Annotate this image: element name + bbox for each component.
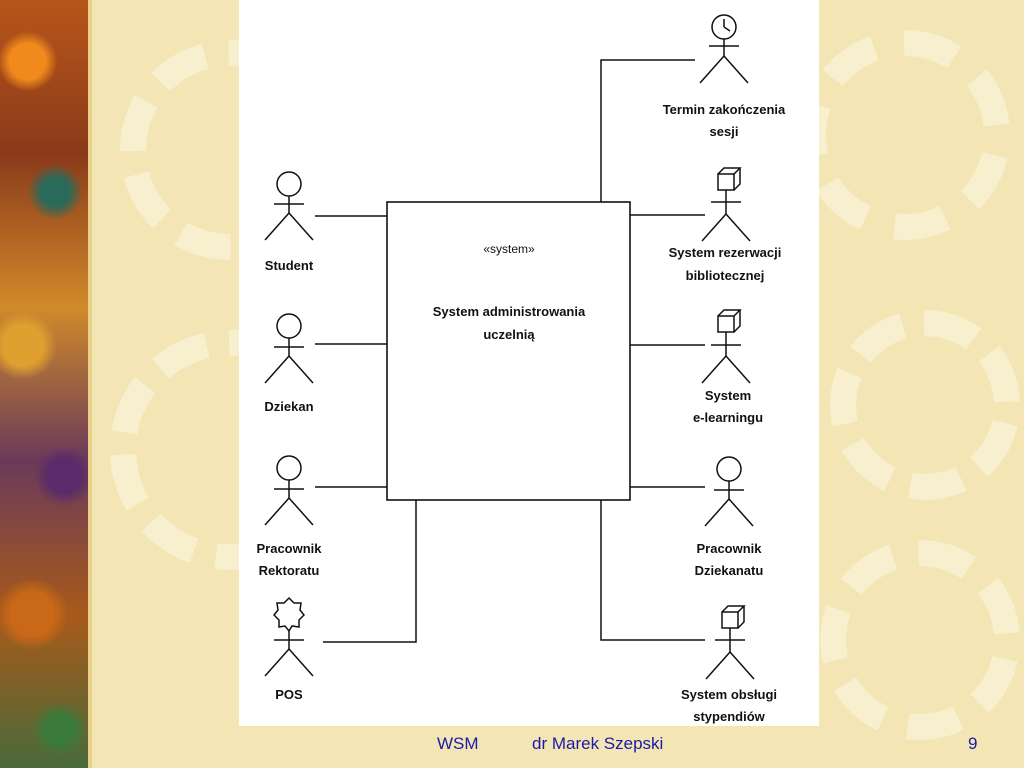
actor-label-termin-1: Termin zakończenia bbox=[663, 102, 786, 117]
actor-pracownik-dziekanatu bbox=[704, 456, 754, 527]
actor-head-icon bbox=[276, 455, 302, 481]
actor-label-termin-2: sesji bbox=[710, 124, 739, 139]
actor-label-dziekanatu-2: Dziekanatu bbox=[695, 563, 764, 578]
footer-author: dr Marek Szepski bbox=[532, 734, 664, 753]
actor-student bbox=[264, 171, 314, 241]
actor-label-pracownik-rektoratu-2: Rektoratu bbox=[259, 563, 320, 578]
actor-head-icon bbox=[716, 456, 742, 482]
decorative-strip bbox=[0, 0, 92, 768]
association-line bbox=[600, 59, 695, 202]
actor-label-rezerwacji-2: bibliotecznej bbox=[686, 268, 765, 283]
actor-dziekan bbox=[264, 313, 314, 384]
association-line bbox=[323, 500, 417, 643]
gear-head-icon bbox=[272, 596, 306, 633]
association-line bbox=[600, 500, 705, 641]
actor-label-rezerwacji-1: System rezerwacji bbox=[669, 245, 782, 260]
cube-head-icon bbox=[717, 309, 742, 333]
association-lines bbox=[315, 59, 705, 643]
actor-label-e-learningu-1: System bbox=[705, 388, 751, 403]
actor-label-e-learningu-2: e-learningu bbox=[693, 410, 763, 425]
actor-label-pracownik-rektoratu-1: Pracownik bbox=[256, 541, 322, 556]
actor-system-e-learningu bbox=[701, 309, 751, 384]
actor-system-obslugi-stypendiow bbox=[705, 605, 755, 680]
system-name-line2: uczelnią bbox=[483, 327, 535, 342]
footer-school: WSM bbox=[437, 734, 479, 753]
use-case-diagram: «system» System administrowania uczelnią bbox=[256, 14, 786, 724]
actor-label-stypendiow-2: stypendiów bbox=[693, 709, 765, 724]
actor-label-stypendiow-1: System obsługi bbox=[681, 687, 777, 702]
actor-system-rezerwacji bbox=[701, 167, 751, 242]
actor-head-icon bbox=[276, 313, 302, 339]
actor-label-pos: POS bbox=[275, 687, 303, 702]
cube-head-icon bbox=[721, 605, 746, 629]
actor-label-student: Student bbox=[265, 258, 314, 273]
actor-label-dziekanatu-1: Pracownik bbox=[696, 541, 762, 556]
footer-page-number: 9 bbox=[968, 734, 978, 753]
actor-termin-zakonczenia-sesji bbox=[699, 14, 749, 84]
actor-label-dziekan: Dziekan bbox=[264, 399, 313, 414]
actor-pracownik-rektoratu bbox=[264, 455, 314, 526]
system-name-line1: System administrowania bbox=[433, 304, 586, 319]
system-stereotype: «system» bbox=[483, 242, 535, 256]
background-gear bbox=[820, 540, 1020, 740]
background-gear bbox=[800, 30, 1010, 240]
system-box bbox=[386, 201, 631, 501]
decorative-strip-edge bbox=[88, 0, 92, 768]
diagram-panel: «system» System administrowania uczelnią bbox=[239, 0, 819, 726]
background-gear bbox=[830, 310, 1020, 500]
actor-pos bbox=[264, 596, 314, 677]
cube-head-icon bbox=[717, 167, 742, 191]
actor-head-icon bbox=[276, 171, 302, 197]
